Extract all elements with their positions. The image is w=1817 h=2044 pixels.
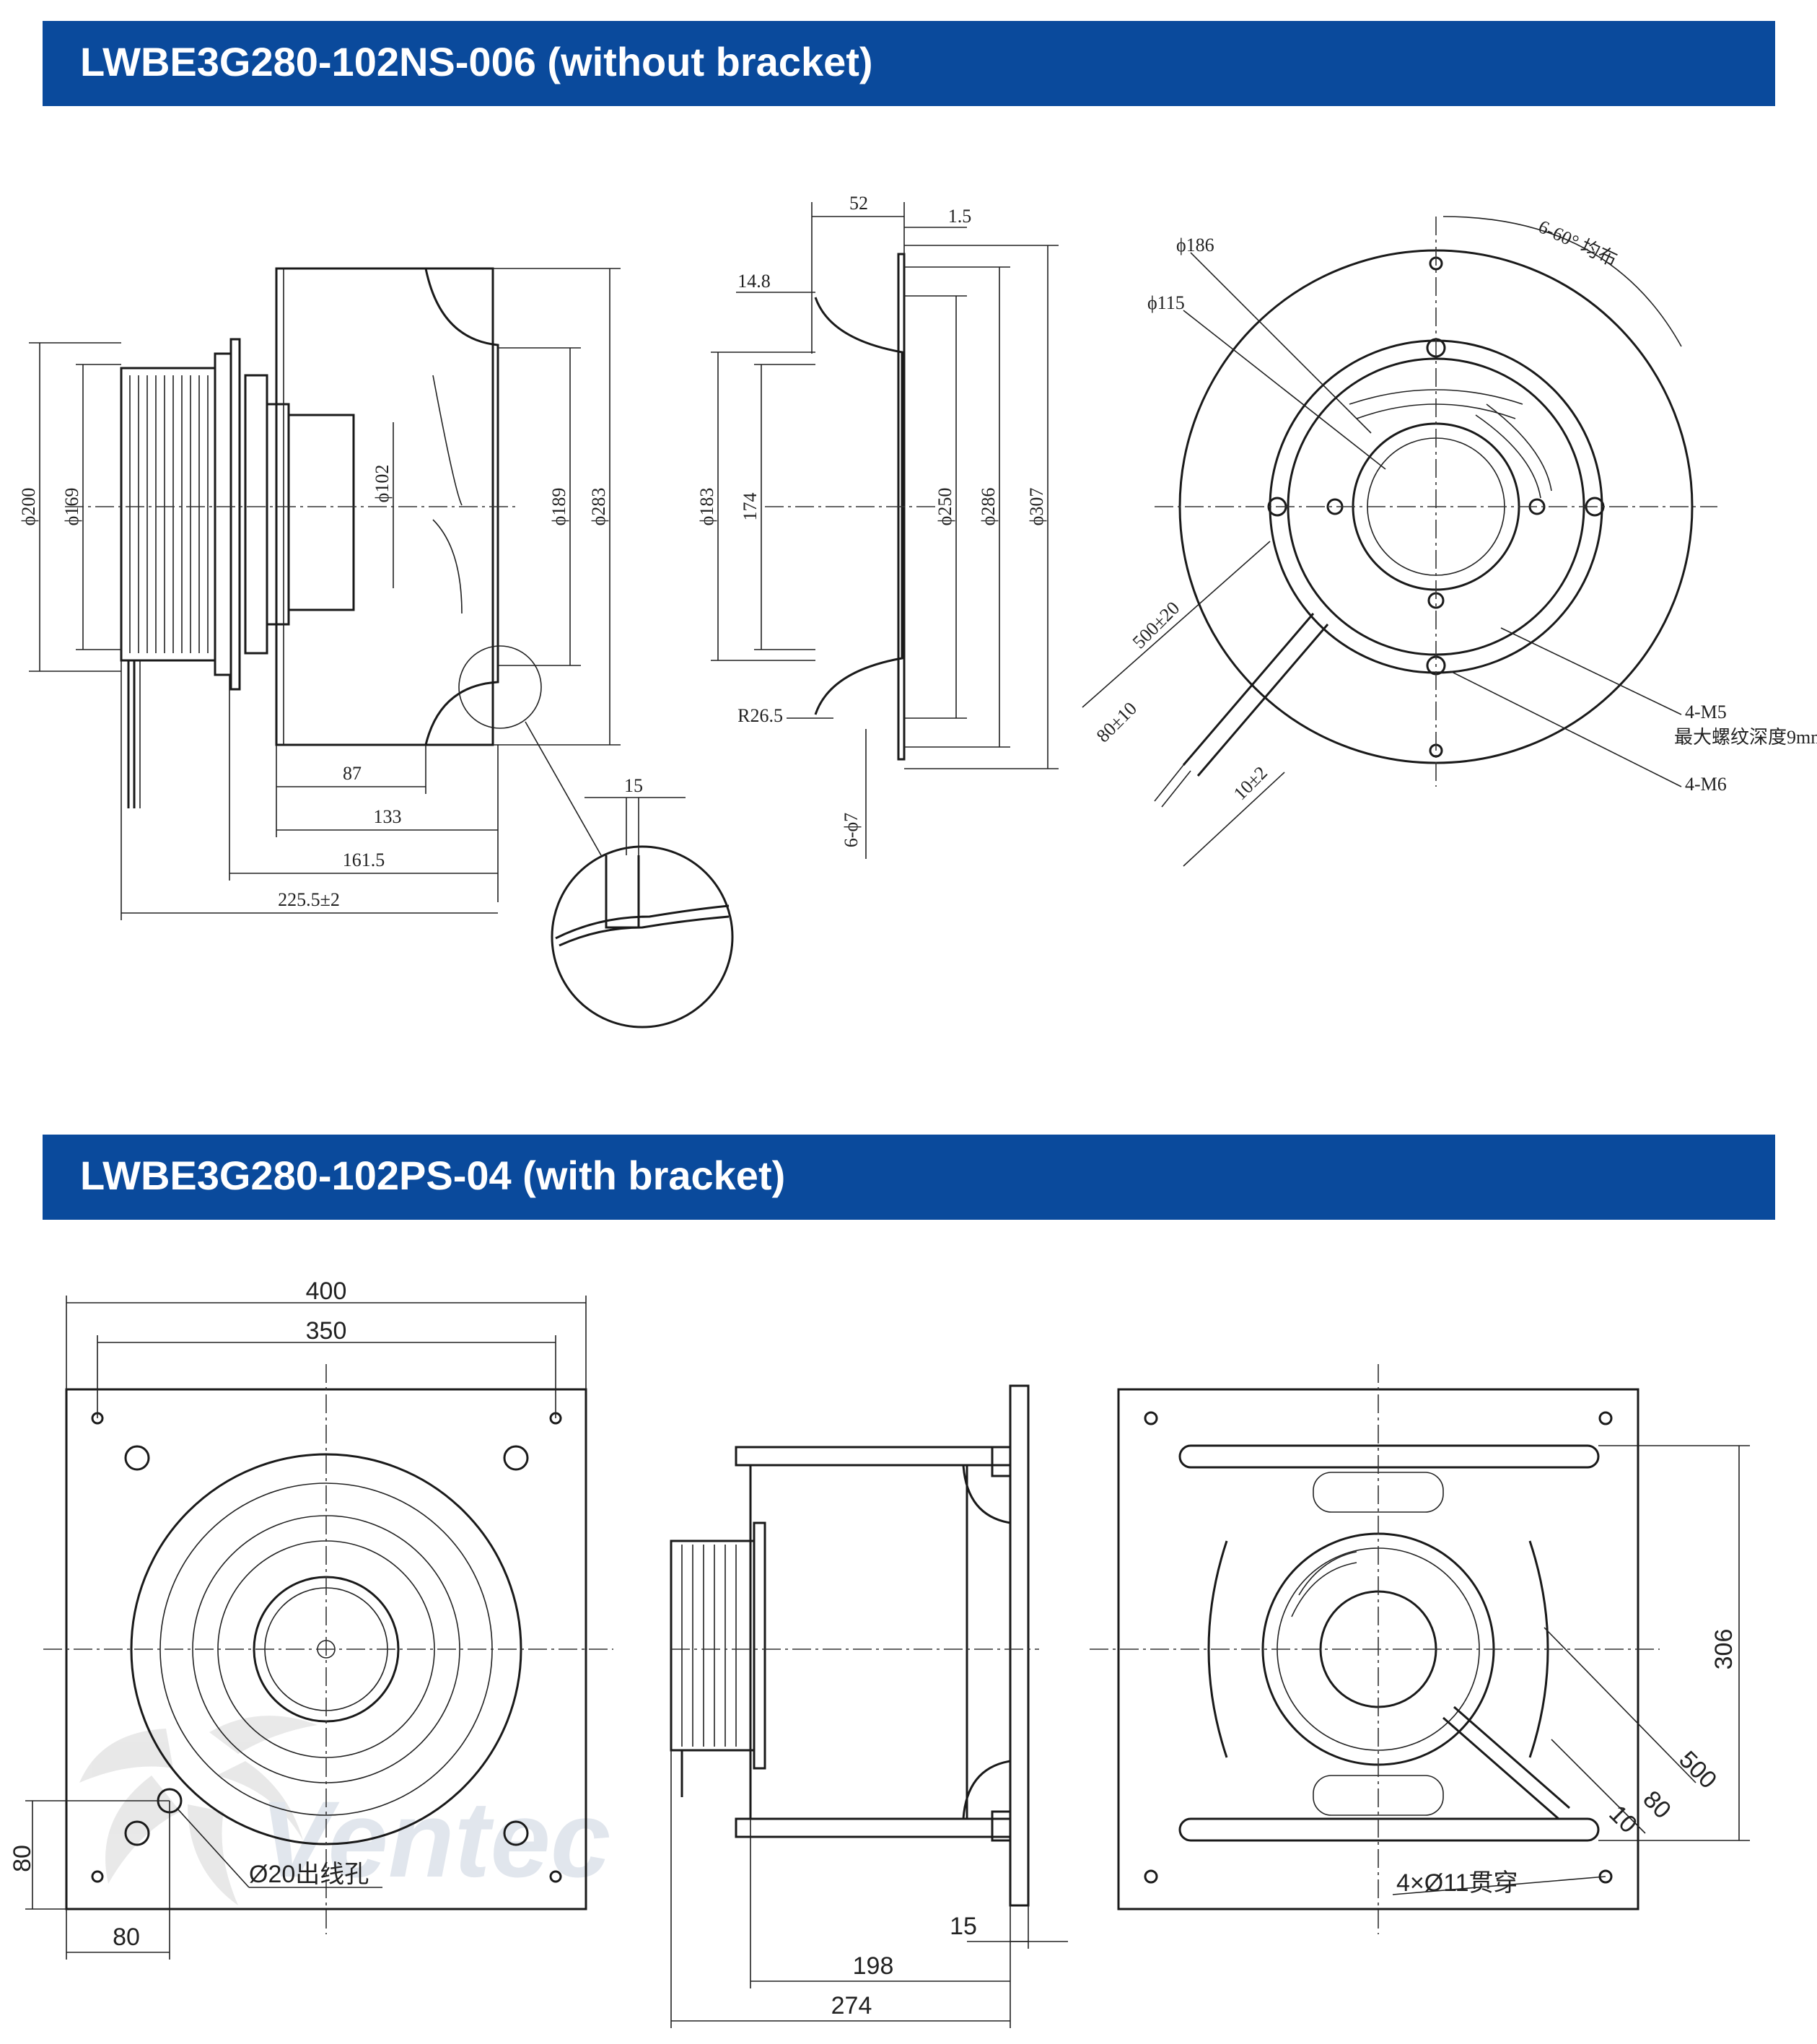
dim-10: 10±2 bbox=[1230, 762, 1271, 804]
detail-view-circle bbox=[551, 845, 734, 1028]
blade-line bbox=[432, 375, 463, 506]
motor-body bbox=[670, 1539, 756, 1752]
impeller-inlet-curve bbox=[424, 268, 499, 746]
dim-d307: ϕ307 bbox=[1026, 488, 1047, 526]
section-title: LWBE3G280-102NS-006 (without bracket) bbox=[80, 39, 873, 84]
dim-52: 52 bbox=[849, 193, 868, 214]
dim-225-5: 225.5±2 bbox=[278, 889, 340, 910]
dim-14-8: 14.8 bbox=[737, 271, 771, 292]
dim-15: 15 bbox=[624, 775, 643, 796]
dim-4m5: 4-M5 bbox=[1685, 702, 1727, 722]
shaft-housing bbox=[266, 403, 290, 626]
side-view-with-bracket: 15 198 274 bbox=[670, 1384, 1068, 2028]
detail-marker-circle bbox=[458, 645, 542, 729]
dim-6-d7: 6-ϕ7 bbox=[841, 813, 862, 847]
dim-1-5: 1.5 bbox=[948, 206, 972, 227]
watermark-logo: Ventec bbox=[79, 1716, 610, 1905]
dim-350: 350 bbox=[306, 1317, 347, 1345]
side-view-without-bracket: ϕ200 ϕ169 ϕ102 ϕ189 ϕ283 87 133 161.5 22… bbox=[18, 267, 734, 1028]
dim-d169: ϕ169 bbox=[61, 488, 82, 526]
dim-cable-hole: Ø20出线孔 bbox=[249, 1861, 369, 1888]
hub bbox=[244, 374, 268, 655]
dim-d250: ϕ250 bbox=[934, 488, 955, 526]
bracket-rod-top bbox=[735, 1446, 1012, 1467]
profile-view-inlet-ring: 52 1.5 14.8 ϕ183 174 ϕ250 ϕ286 ϕ307 R26.… bbox=[696, 193, 1059, 859]
dim-400: 400 bbox=[306, 1278, 347, 1305]
dim-174: 174 bbox=[740, 493, 761, 521]
dim-80: 80 bbox=[1637, 1786, 1676, 1825]
rotor bbox=[287, 414, 355, 611]
dim-198: 198 bbox=[853, 1952, 894, 1980]
bracket-plate-side bbox=[1009, 1384, 1030, 1907]
bracket-rod-top bbox=[1178, 1444, 1600, 1469]
motor-fins bbox=[129, 375, 209, 653]
dim-d200: ϕ200 bbox=[18, 488, 39, 526]
impeller bbox=[749, 1464, 968, 1820]
section-title: LWBE3G280-102PS-04 (with bracket) bbox=[80, 1153, 786, 1198]
motor-flange bbox=[214, 352, 232, 676]
dim-80: 80±10 bbox=[1093, 698, 1141, 746]
dim-80-h: 80 bbox=[113, 1923, 140, 1951]
mount-plate bbox=[229, 338, 241, 691]
dim-d102: ϕ102 bbox=[372, 465, 393, 503]
dim-500: 500 bbox=[1673, 1746, 1722, 1794]
bracket-rod-bottom bbox=[1178, 1817, 1600, 1842]
dim-holes: 4×Ø11贯穿 bbox=[1396, 1869, 1518, 1897]
dim-4m5-note: 最大螺纹深度9mm bbox=[1674, 727, 1817, 748]
cable bbox=[1442, 1716, 1559, 1820]
front-view-without-bracket: ϕ186 ϕ115 6-60° 均布 500±20 80±10 10±2 4-M… bbox=[1082, 216, 1817, 867]
section-banner-without-bracket: LWBE3G280-102NS-006 (without bracket) bbox=[43, 21, 1775, 106]
dim-10: 10 bbox=[1603, 1800, 1642, 1839]
dim-d189: ϕ189 bbox=[548, 488, 569, 526]
dim-d186: ϕ186 bbox=[1176, 235, 1214, 256]
bracket-holes bbox=[91, 1412, 562, 1883]
dim-161-5: 161.5 bbox=[343, 850, 385, 870]
dim-87: 87 bbox=[343, 763, 362, 784]
motor-body bbox=[120, 367, 216, 662]
dim-d283: ϕ283 bbox=[588, 488, 609, 526]
section-banner-with-bracket: LWBE3G280-102PS-04 (with bracket) bbox=[43, 1135, 1775, 1220]
dim-d286: ϕ286 bbox=[978, 488, 999, 526]
dim-15: 15 bbox=[950, 1913, 977, 1940]
dim-80-v: 80 bbox=[9, 1845, 36, 1872]
dim-d115: ϕ115 bbox=[1147, 292, 1185, 313]
bracket-rod-bottom bbox=[735, 1817, 1012, 1838]
back-view-with-bracket: 306 500 80 10 4×Ø11贯穿 bbox=[1090, 1364, 1750, 1934]
dim-4m6: 4-M6 bbox=[1685, 774, 1727, 795]
dim-274: 274 bbox=[831, 1992, 872, 2019]
cable bbox=[1182, 613, 1315, 766]
blade-line bbox=[432, 519, 463, 614]
dim-angle: 6-60° 均布 bbox=[1535, 216, 1620, 271]
inlet-profile bbox=[814, 297, 903, 715]
dim-133: 133 bbox=[374, 806, 402, 827]
dim-r26-5: R26.5 bbox=[737, 705, 783, 726]
dim-d183: ϕ183 bbox=[696, 488, 717, 526]
front-view-with-bracket: 400 350 80 80 Ø20出线孔 bbox=[9, 1278, 613, 1960]
dim-306: 306 bbox=[1710, 1629, 1738, 1670]
